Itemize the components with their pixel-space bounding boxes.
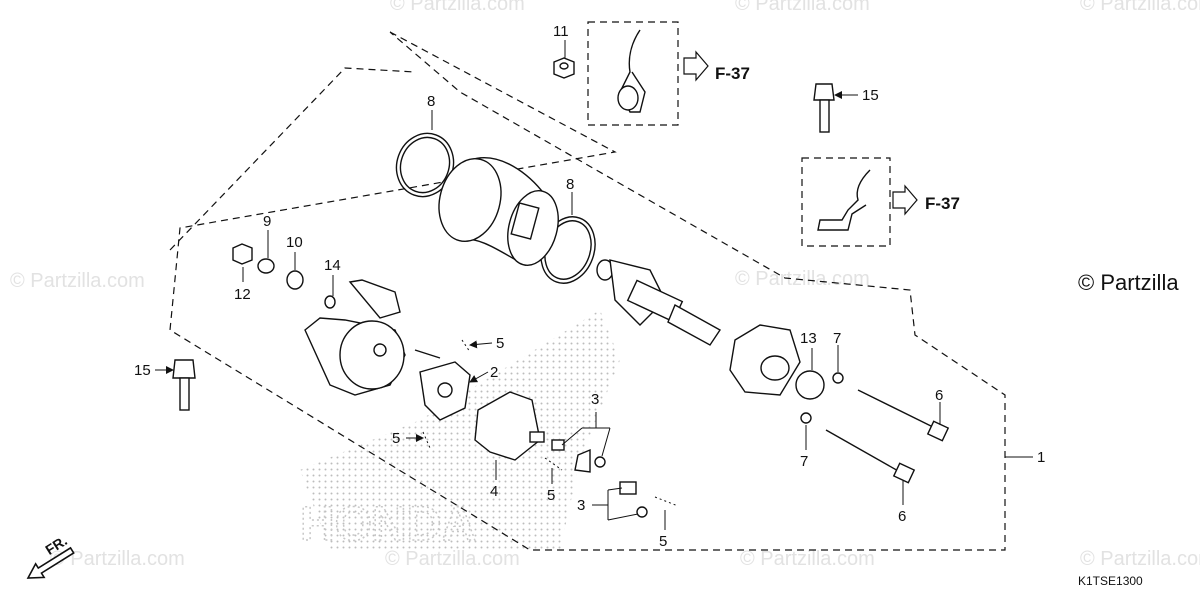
callout-5: 5 [547, 487, 555, 504]
part-6-bolt [857, 389, 950, 442]
callout-15: 15 [134, 362, 151, 379]
brand-mark-text: HONDA [300, 498, 476, 551]
front-arrow-icon [26, 546, 75, 579]
part-10-seal [286, 270, 304, 290]
callout-8: 8 [427, 93, 435, 110]
callout-7: 7 [833, 330, 841, 347]
watermark-text: © Partzilla.com [1080, 0, 1200, 15]
callout-numbers: 1 2 3 3 4 5 5 5 5 6 6 7 7 8 8 9 10 11 12… [134, 23, 1045, 550]
callout-5: 5 [659, 533, 667, 550]
callout-14: 14 [324, 257, 341, 274]
part-5-spring [461, 339, 471, 353]
watermark-text: © Partzilla.com [735, 0, 870, 15]
callout-9: 9 [263, 213, 271, 230]
callout-5: 5 [496, 335, 504, 352]
callout-13: 13 [800, 330, 817, 347]
watermark-text: © Partzilla.com [10, 270, 145, 292]
front-direction-indicator: FR. [26, 532, 75, 579]
callout-15: 15 [862, 87, 879, 104]
watermark-text: © Partzilla.com [1080, 548, 1200, 570]
rear-cover [729, 324, 801, 396]
watermark-text: © Partzilla.com [50, 548, 185, 570]
reference-box-lower: F-37 [801, 157, 960, 247]
watermark-text: © Partzilla.com [390, 0, 525, 15]
assembly-outline-inner [169, 67, 416, 251]
part-15-bolt-lower [172, 359, 196, 411]
reference-label: F-37 [715, 64, 750, 83]
part-15-bolt-upper [813, 83, 835, 133]
part-2-brush-holder [414, 349, 471, 421]
callout-1: 1 [1037, 449, 1045, 466]
callout-4: 4 [490, 483, 498, 500]
part-11-nut [553, 57, 575, 79]
leader-lines [155, 40, 1033, 530]
part-13-oring [795, 370, 825, 400]
reference-arrow-icon [683, 50, 709, 82]
reference-label: F-37 [925, 194, 960, 213]
brand-mark-background: HONDA [299, 310, 620, 552]
front-cover [304, 279, 406, 396]
part-4-brush [474, 391, 545, 461]
callout-5: 5 [392, 430, 400, 447]
diagram-code: K1TSE1300 [1078, 574, 1143, 588]
part-7-washer [832, 372, 844, 384]
part-12-nut [232, 243, 253, 265]
callout-3-upper: 3 [591, 391, 599, 408]
part-3-terminal-lower [619, 481, 648, 518]
callout-2: 2 [490, 364, 498, 381]
part-7-washer [800, 412, 812, 424]
watermark-text: © Partzilla.com [385, 548, 520, 570]
part-8-oring-top-inner [399, 136, 451, 194]
callout-12: 12 [234, 286, 251, 303]
callout-10: 10 [286, 234, 303, 251]
watermarks: © Partzilla.com © Partzilla.com © Partzi… [10, 0, 1200, 570]
callout-7: 7 [800, 453, 808, 470]
part-5-spring [654, 496, 679, 507]
callout-3-lower: 3 [577, 497, 585, 514]
callout-8: 8 [566, 176, 574, 193]
watermark-text: © Partzilla.com [740, 548, 875, 570]
part-6-bolt [825, 429, 916, 484]
callout-6: 6 [935, 387, 943, 404]
callout-11: 11 [553, 23, 569, 40]
part-14-oring [324, 295, 336, 309]
reference-arrow-icon [892, 184, 918, 216]
copyright-notice: © Partzilla [1078, 270, 1179, 295]
part-5-spring [544, 457, 563, 471]
reference-box-upper: F-37 [587, 21, 750, 126]
armature [596, 259, 722, 346]
part-9-washer [257, 258, 275, 274]
part-3-terminal-upper [551, 439, 606, 473]
callout-6: 6 [898, 508, 906, 525]
watermark-text: © Partzilla.com [735, 268, 870, 290]
motor-yoke [438, 157, 559, 267]
